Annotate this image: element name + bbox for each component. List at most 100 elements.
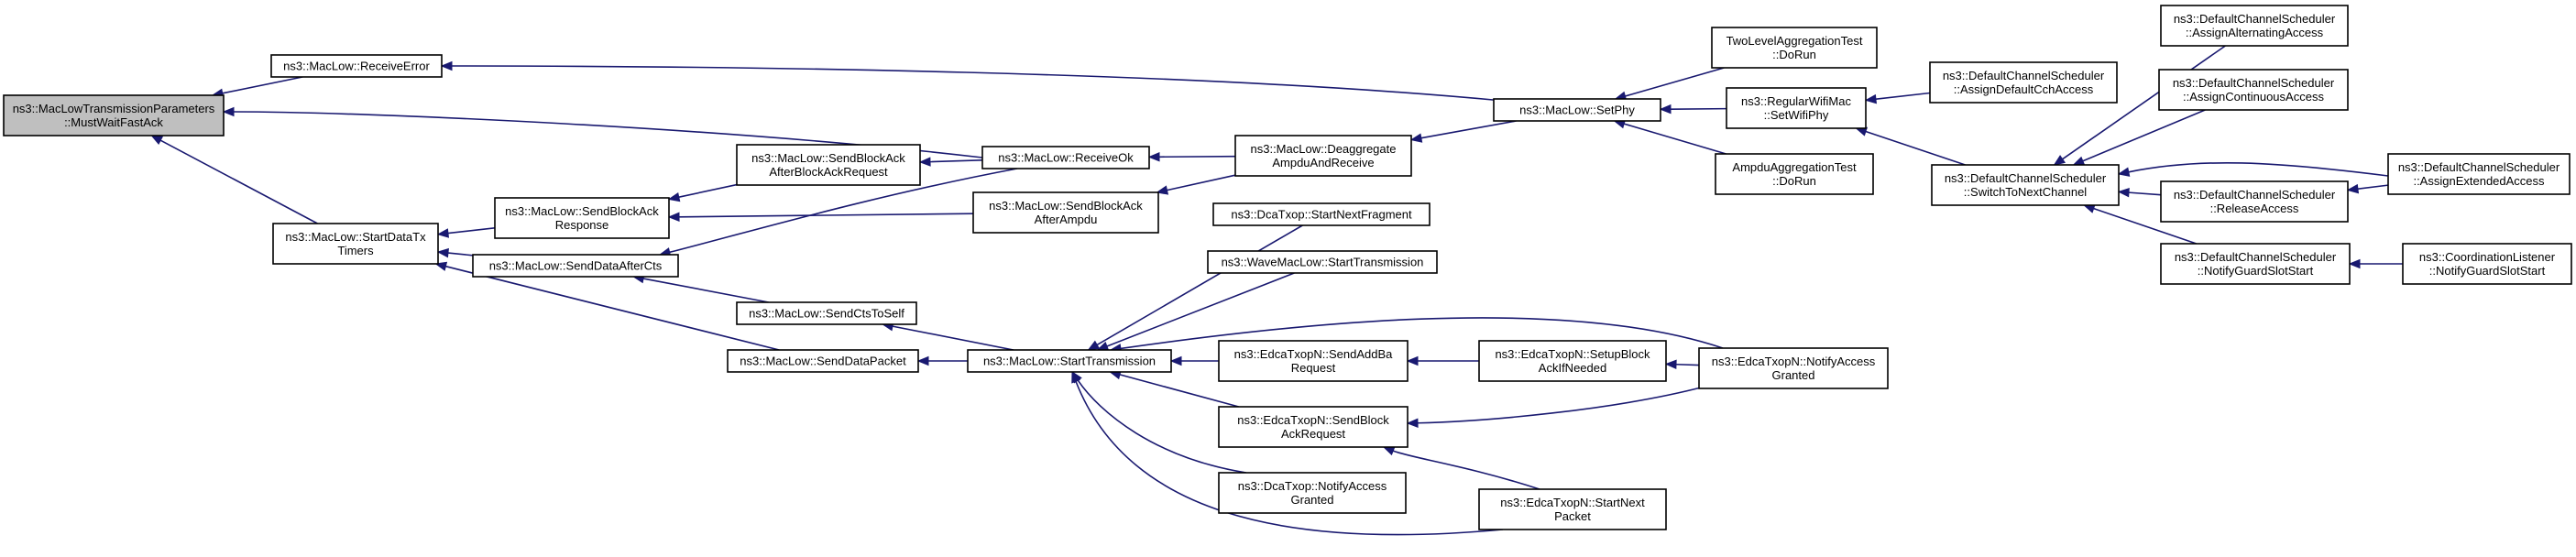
edge-startDataTxTimers-to-root-arrowhead <box>150 135 164 146</box>
node-label-dcaNotifyAccessGranted-1: Granted <box>1291 493 1334 507</box>
node-label-ampduTest-0: AmpduAggregationTest <box>1732 160 1857 174</box>
node-box-dcaNotifyAccessGranted[interactable] <box>1218 472 1407 514</box>
node-box-sendDataAfterCts[interactable] <box>472 254 679 278</box>
node-coordinationListener[interactable]: ns3::CoordinationListener::NotifyGuardSl… <box>2402 243 2572 285</box>
node-box-startTransmission[interactable] <box>967 349 1172 373</box>
edge-startDataTxTimers-to-root <box>159 139 318 224</box>
node-box-notifyGuardSlotStart[interactable] <box>2160 243 2351 285</box>
node-label-edcaSendBlockAckRequest-0: ns3::EdcaTxopN::SendBlock <box>1237 413 1389 427</box>
node-box-ampduTest[interactable] <box>1715 153 1874 195</box>
node-releaseAccess[interactable]: ns3::DefaultChannelScheduler::ReleaseAcc… <box>2160 180 2349 223</box>
node-switchToNextChannel[interactable]: ns3::DefaultChannelScheduler::SwitchToNe… <box>1931 164 2120 206</box>
node-label-root-0: ns3::MacLowTransmissionParameters <box>13 102 215 115</box>
edges-layer <box>150 45 2403 536</box>
edge-edcaSendAddBaRequest-to-startTransmission-arrowhead <box>1169 355 1182 366</box>
node-box-waveStartTransmission[interactable] <box>1207 250 1438 274</box>
node-box-sendBlockAckAfterAmpdu[interactable] <box>972 191 1159 234</box>
node-label-assignContinuous-0: ns3::DefaultChannelScheduler <box>2173 76 2335 90</box>
edge-sendBlockAckAfterAmpdu-to-sendBlockAckResponse-arrowhead <box>667 212 680 223</box>
edge-sendBlockAckResponse-to-startDataTxTimers <box>447 226 496 235</box>
node-twoLevelTest[interactable]: TwoLevelAggregationTest::DoRun <box>1711 27 1878 69</box>
node-waveStartTransmission[interactable]: ns3::WaveMacLow::StartTransmission <box>1207 250 1438 274</box>
node-regularWifiMac[interactable]: ns3::RegularWifiMac::SetWifiPhy <box>1726 87 1867 129</box>
node-box-sendBlockAckAfterBlockAckRequest[interactable] <box>736 144 921 186</box>
node-box-sendDataPacket[interactable] <box>727 349 919 373</box>
node-box-receiveError[interactable] <box>270 54 443 78</box>
edge-ampduTest-to-setPhy <box>1623 123 1726 155</box>
node-label-receiveOk-0: ns3::MacLow::ReceiveOk <box>998 151 1134 165</box>
edge-assignDefaultCch-to-regularWifiMac-arrowhead <box>1864 93 1878 104</box>
edge-assignExtended-to-switchToNextChannel-arrowhead <box>2117 167 2131 177</box>
node-box-assignContinuous[interactable] <box>2158 69 2349 111</box>
node-assignContinuous[interactable]: ns3::DefaultChannelScheduler::AssignCont… <box>2158 69 2349 111</box>
node-box-edcaNotifyAccessGranted[interactable] <box>1698 347 1889 389</box>
node-box-assignExtended[interactable] <box>2387 153 2571 195</box>
node-sendCtsToSelf[interactable]: ns3::MacLow::SendCtsToSelf <box>736 301 917 325</box>
node-box-assignDefaultCch[interactable] <box>1929 61 2118 104</box>
edge-edcaSetupBlockAck-to-edcaSendAddBaRequest-arrowhead <box>1406 355 1419 366</box>
edge-startTransmission-to-sendDataPacket-arrowhead <box>916 355 929 366</box>
node-box-deaggregate[interactable] <box>1234 135 1412 177</box>
node-receiveOk[interactable]: ns3::MacLow::ReceiveOk <box>981 146 1150 169</box>
node-box-switchToNextChannel[interactable] <box>1931 164 2120 206</box>
node-assignAlternating[interactable]: ns3::DefaultChannelScheduler::AssignAlte… <box>2160 5 2349 47</box>
node-box-startDataTxTimers[interactable] <box>272 223 439 265</box>
node-box-regularWifiMac[interactable] <box>1726 87 1867 129</box>
node-ampduTest[interactable]: AmpduAggregationTest::DoRun <box>1715 153 1874 195</box>
node-label-edcaSetupBlockAck-1: AckIfNeeded <box>1539 361 1606 375</box>
edge-sendBlockAckAfterBlockAckRequest-to-sendBlockAckResponse-arrowhead <box>667 191 681 202</box>
node-label-twoLevelTest-0: TwoLevelAggregationTest <box>1726 34 1863 48</box>
edge-receiveOk-to-root-arrowhead <box>222 106 235 117</box>
node-dcaStartNextFragment[interactable]: ns3::DcaTxop::StartNextFragment <box>1212 202 1431 226</box>
node-box-sendCtsToSelf[interactable] <box>736 301 917 325</box>
node-sendBlockAckAfterBlockAckRequest[interactable]: ns3::MacLow::SendBlockAckAfterBlockAckRe… <box>736 144 921 186</box>
node-setPhy[interactable]: ns3::MacLow::SetPhy <box>1493 98 1661 122</box>
edge-twoLevelTest-to-setPhy <box>1625 67 1725 97</box>
node-box-releaseAccess[interactable] <box>2160 180 2349 223</box>
node-box-coordinationListener[interactable] <box>2402 243 2572 285</box>
node-box-assignAlternating[interactable] <box>2160 5 2349 47</box>
node-box-edcaSendBlockAckRequest[interactable] <box>1218 406 1409 448</box>
node-label-edcaStartNextPacket-0: ns3::EdcaTxopN::StartNext <box>1500 496 1645 509</box>
node-box-edcaStartNextPacket[interactable] <box>1478 488 1667 530</box>
node-assignExtended[interactable]: ns3::DefaultChannelScheduler::AssignExte… <box>2387 153 2571 195</box>
node-assignDefaultCch[interactable]: ns3::DefaultChannelScheduler::AssignDefa… <box>1929 61 2118 104</box>
node-label-deaggregate-0: ns3::MacLow::Deaggregate <box>1251 142 1397 156</box>
edge-setPhy-to-receiveError <box>451 65 1504 102</box>
edge-regularWifiMac-to-setPhy <box>1670 107 1727 110</box>
node-box-receiveOk[interactable] <box>981 146 1150 169</box>
node-label-sendBlockAckAfterBlockAckRequest-1: AfterBlockAckRequest <box>769 165 888 179</box>
node-receiveError[interactable]: ns3::MacLow::ReceiveError <box>270 54 443 78</box>
edge-edcaNotifyAccessGranted-to-edcaSendBlockAckRequest <box>1417 386 1705 424</box>
node-box-edcaSendAddBaRequest[interactable] <box>1218 340 1409 382</box>
edge-assignExtended-to-releaseAccess-arrowhead <box>2346 183 2360 194</box>
node-label-sendDataAfterCts-0: ns3::MacLow::SendDataAfterCts <box>489 259 663 273</box>
node-box-twoLevelTest[interactable] <box>1711 27 1878 69</box>
edge-dcaStartNextFragment-to-startTransmission-arrowhead <box>1087 340 1101 351</box>
node-label-edcaStartNextPacket-1: Packet <box>1554 509 1591 523</box>
node-sendDataPacket[interactable]: ns3::MacLow::SendDataPacket <box>727 349 919 373</box>
node-box-sendBlockAckResponse[interactable] <box>494 197 670 239</box>
node-root[interactable]: ns3::MacLowTransmissionParameters::MustW… <box>3 94 225 137</box>
node-box-edcaSetupBlockAck[interactable] <box>1478 340 1667 382</box>
node-box-root[interactable] <box>3 94 225 137</box>
node-label-assignContinuous-1: ::AssignContinuousAccess <box>2183 90 2324 104</box>
edge-sendDataPacket-to-startDataTxTimers <box>445 265 780 351</box>
node-box-setPhy[interactable] <box>1493 98 1661 122</box>
node-label-notifyGuardSlotStart-1: ::NotifyGuardSlotStart <box>2198 264 2314 278</box>
edge-assignDefaultCch-to-regularWifiMac <box>1875 92 1931 100</box>
node-sendDataAfterCts[interactable]: ns3::MacLow::SendDataAfterCts <box>472 254 679 278</box>
node-notifyGuardSlotStart[interactable]: ns3::DefaultChannelScheduler::NotifyGuar… <box>2160 243 2351 285</box>
node-startTransmission[interactable]: ns3::MacLow::StartTransmission <box>967 349 1172 373</box>
node-box-dcaStartNextFragment[interactable] <box>1212 202 1431 226</box>
